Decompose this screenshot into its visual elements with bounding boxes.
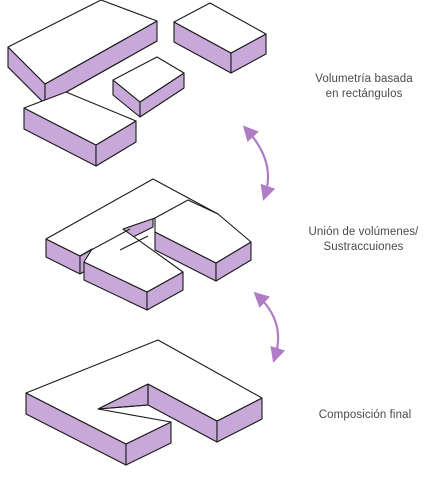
caption-step3-line1: Composición final <box>318 409 412 421</box>
caption-step2: Unión de volúmenes/ Sustraccuiones <box>292 225 435 255</box>
caption-step3: Composición final <box>298 408 432 423</box>
transition-arrow-2 <box>253 291 286 363</box>
caption-step2-line2: Sustraccuiones <box>323 241 404 253</box>
caption-step1-line1: Volumetría basada <box>315 73 413 85</box>
transition-arrow-1 <box>242 125 276 201</box>
merged-top-surface <box>45 178 252 293</box>
lower-left-box-volume <box>23 91 137 167</box>
step2-union-subtraction <box>45 178 252 311</box>
small-middle-box-volume <box>112 56 185 118</box>
step3-final-composition <box>25 339 263 466</box>
caption-step1: Volumetría basada en rectángulos <box>300 72 428 102</box>
long-bar-volume <box>7 0 158 105</box>
caption-step2-line1: Unión de volúmenes/ <box>308 226 419 238</box>
caption-step1-line2: en rectángulos <box>325 88 403 100</box>
top-right-box-volume <box>173 2 267 74</box>
step1-rectangular-volumes <box>7 0 267 167</box>
